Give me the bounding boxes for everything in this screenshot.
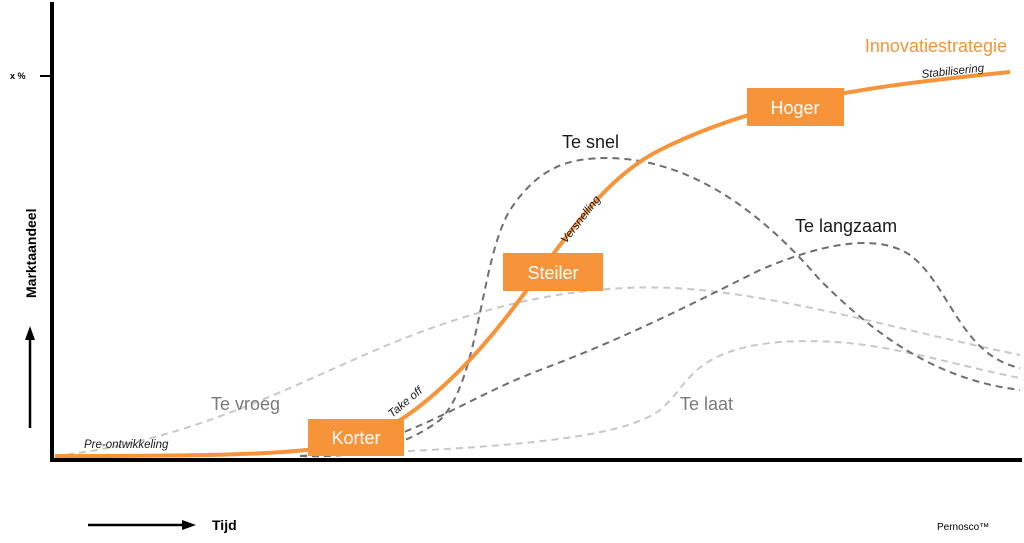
box-korter-label: Korter [331,428,380,448]
label-too-late: Te laat [680,394,733,414]
y-axis-label: Marktaandeel [23,209,39,298]
credit-text: Pernosco™ [937,522,989,533]
label-too-early: Te vroeg [211,394,280,414]
x-axis-label: Tijd [212,517,237,533]
phase-acceleration: Versnelling [559,193,604,245]
box-hoger: Hoger [747,88,844,126]
box-steiler-label: Steiler [527,263,578,283]
box-korter: Korter [308,419,404,456]
phase-pre-development: Pre-ontwikkeling [84,439,169,451]
x-axis-arrow-icon [182,520,196,530]
label-too-slow: Te langzaam [795,216,897,236]
curve-too-fast [299,156,1021,458]
box-steiler: Steiler [503,253,603,291]
y-axis-arrow-icon [25,326,35,340]
label-too-fast: Te snel [562,132,619,152]
curve-too-late [299,340,1021,457]
box-hoger-label: Hoger [770,98,819,118]
curve-too-slow [299,242,1021,457]
y-axis-tick-label: x % [10,71,26,81]
strategy-title: Innovatiestrategie [865,36,1007,56]
